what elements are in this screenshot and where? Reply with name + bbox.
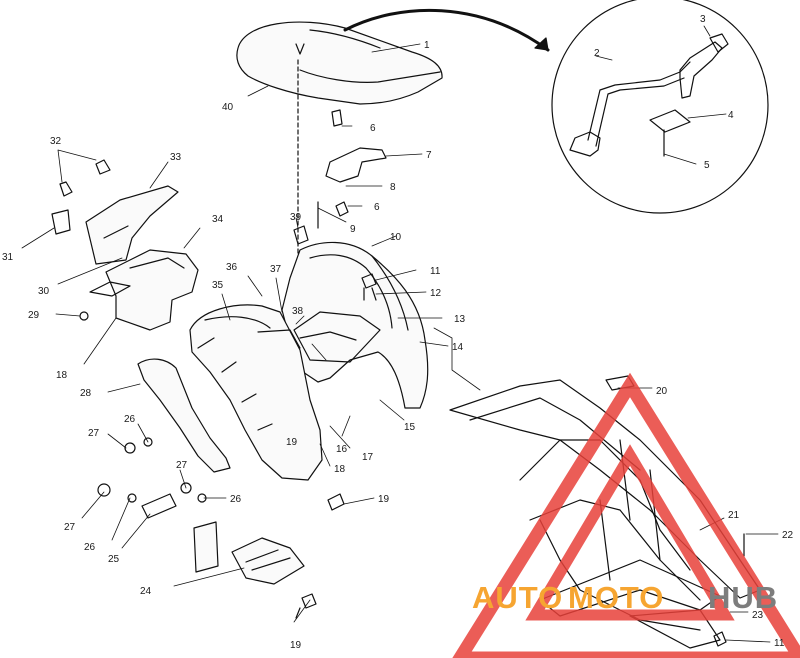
watermark-text-part-3: HUB [708, 580, 778, 615]
callout-label: 4 [728, 110, 734, 121]
callout-label: 11 [430, 266, 441, 277]
callout-label: 13 [454, 314, 466, 325]
line-art [21, 0, 779, 649]
callout-label: 3 [700, 14, 706, 25]
callout-label: 27 [64, 522, 76, 533]
callout-label: 1 [424, 40, 430, 51]
callout-label: 18 [334, 464, 346, 475]
callout-label: 14 [452, 342, 464, 353]
callout-label: 12 [430, 288, 442, 299]
callout-label: 38 [292, 306, 304, 317]
callout-label: 17 [362, 452, 374, 463]
callout-label: 29 [28, 310, 40, 321]
watermark-text-part-2: MOTO [568, 580, 664, 615]
splash-panel [51, 159, 179, 265]
watermark-logo: AUTO MOTO HUB [452, 372, 800, 658]
frame [449, 379, 761, 649]
rear-fender [281, 241, 429, 409]
callout-label: 19 [378, 494, 390, 505]
callout-label: 22 [782, 530, 794, 541]
callout-label: 21 [728, 510, 740, 521]
callout-label: 35 [212, 280, 224, 291]
callout-label: 33 [170, 152, 182, 163]
callout-label: 16 [336, 444, 348, 455]
callout-label: 34 [212, 214, 224, 225]
mudguard [189, 304, 323, 481]
seat-latch-inset [551, 0, 769, 214]
callout-label: 26 [230, 494, 242, 505]
seat [236, 21, 443, 105]
inset-arrow [343, 8, 550, 52]
battery-box [89, 249, 199, 331]
callout-label: 26 [84, 542, 96, 553]
callout-label: 32 [50, 136, 62, 147]
callout-label: 39 [290, 212, 302, 223]
callout-label: 25 [108, 554, 120, 565]
callout-label: 8 [390, 182, 396, 193]
watermark-text-part-1: AUTO [472, 580, 563, 615]
callout-label: 28 [80, 388, 92, 399]
watermark-triangle-inner-icon [525, 444, 735, 621]
watermark-triangle-icon [452, 372, 800, 658]
callout-label: 9 [350, 224, 356, 235]
callout-label: 10 [390, 232, 402, 243]
callout-label: 19 [286, 437, 298, 448]
callout-label: 26 [124, 414, 136, 425]
leader-lines [21, 25, 779, 643]
callout-label: 15 [404, 422, 416, 433]
callout-label: 18 [56, 370, 68, 381]
callout-label: 6 [370, 123, 376, 134]
callout-label: 27 [88, 428, 100, 439]
callout-label: 7 [426, 150, 432, 161]
callout-label: 19 [290, 640, 302, 651]
callout-label: 20 [656, 386, 668, 397]
callout-label: 36 [226, 262, 238, 273]
callout-label: 37 [270, 264, 282, 275]
callout-label: 5 [704, 160, 710, 171]
inset-arrow-head [534, 37, 549, 51]
callout-labels: 1 2 3 4 5 6 6 7 8 9 10 11 12 13 14 15 16… [2, 14, 794, 651]
callout-label: 30 [38, 286, 50, 297]
callout-label: 23 [752, 610, 764, 621]
mud-flap [137, 358, 231, 473]
callout-label: 40 [222, 102, 234, 113]
plate-bracket [141, 493, 305, 585]
callout-label: 2 [594, 48, 600, 59]
callout-label: 11 [774, 638, 785, 649]
callout-label: 31 [2, 252, 14, 263]
callout-label: 24 [140, 586, 152, 597]
callout-label: 6 [374, 202, 380, 213]
callout-label: 27 [176, 460, 188, 471]
